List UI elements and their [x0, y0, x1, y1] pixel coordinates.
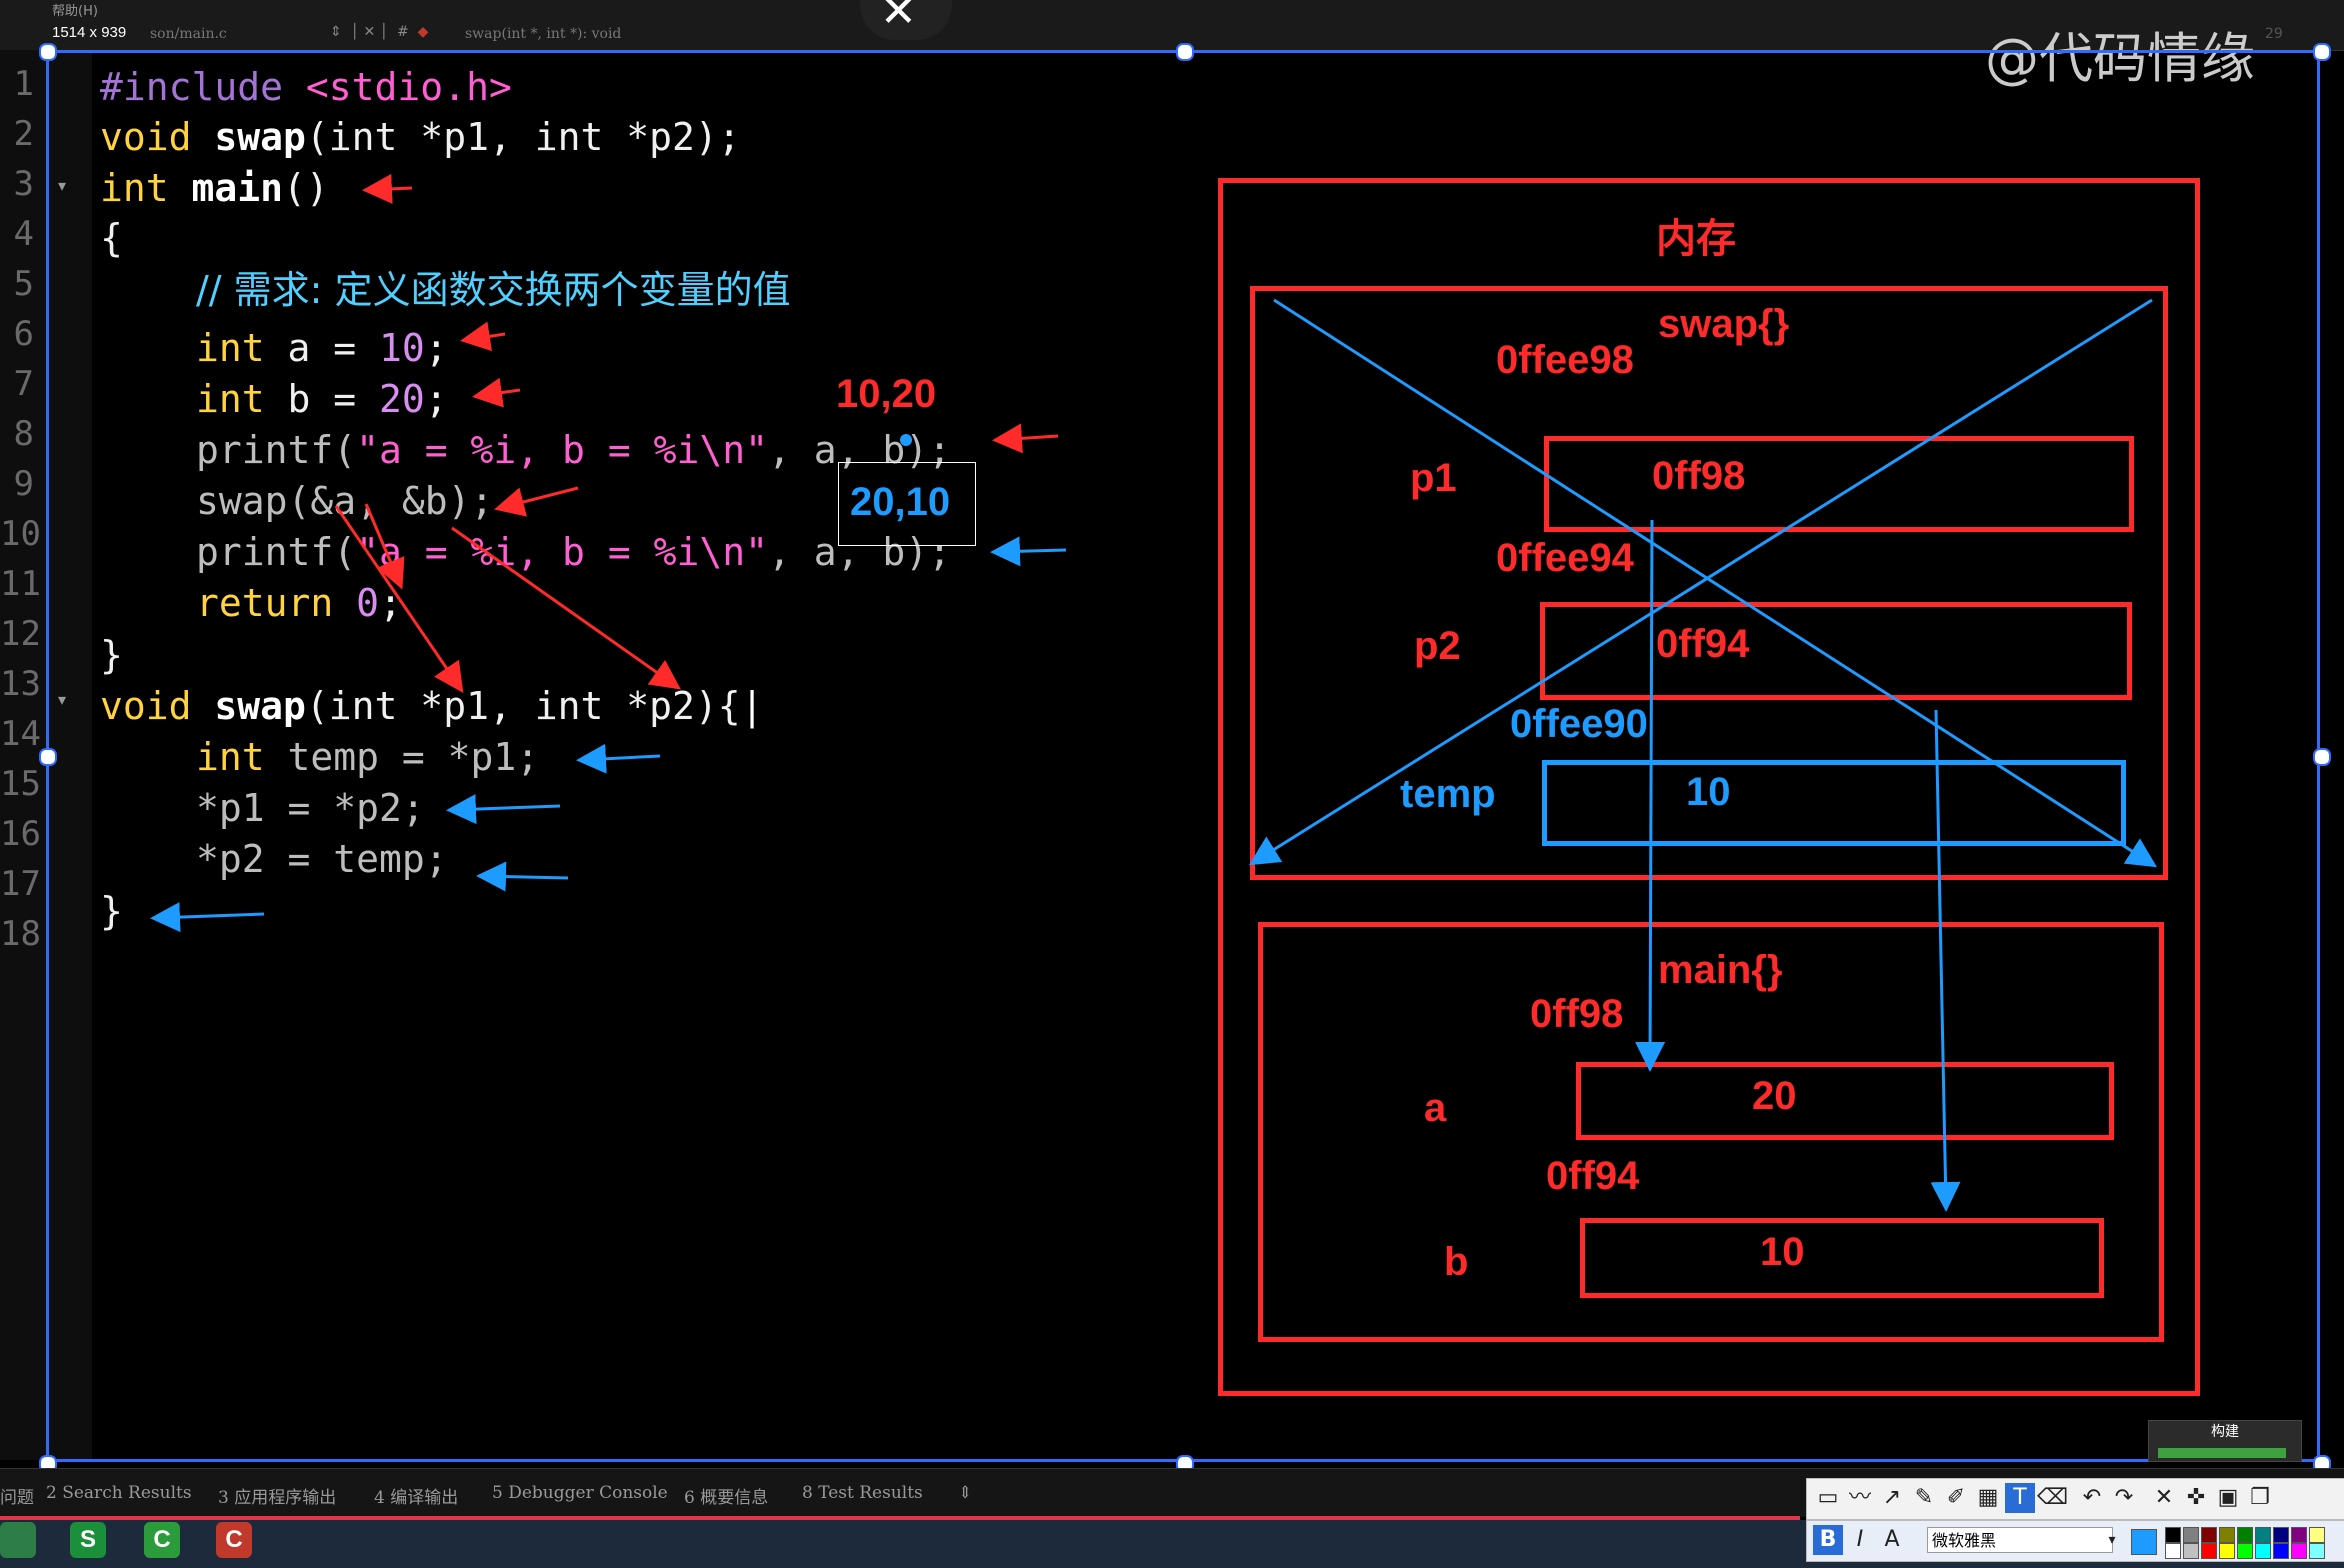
tab-app-output[interactable]: 3 应用程序输出 [218, 1483, 336, 1508]
tab-issues[interactable]: 问题 [0, 1483, 34, 1508]
shape-icon[interactable]: ▭ [1813, 1483, 1843, 1513]
text-style-button[interactable]: A [1877, 1525, 1907, 1555]
color-swatch[interactable] [2309, 1543, 2325, 1559]
app-icon[interactable] [0, 1522, 36, 1558]
font-family-select[interactable]: 微软雅黑 [1927, 1527, 2113, 1553]
color-swatch[interactable] [2219, 1527, 2235, 1543]
bold-button[interactable]: B [1813, 1525, 1843, 1555]
color-swatch[interactable] [2165, 1527, 2181, 1543]
color-swatch[interactable] [2273, 1543, 2289, 1559]
chevron-down-icon[interactable]: ▾ [2097, 1525, 2127, 1555]
color-swatch[interactable] [2219, 1543, 2235, 1559]
app-icon-c-green[interactable]: C [144, 1522, 180, 1558]
capture-selection-frame[interactable] [46, 50, 2320, 1462]
tab-test-results[interactable]: 8 Test Results [802, 1483, 923, 1503]
build-progress-bar [2158, 1448, 2286, 1458]
marker-icon[interactable]: ✐ [1941, 1483, 1971, 1513]
tab-summary[interactable]: 6 概要信息 [684, 1483, 768, 1508]
resize-handle[interactable] [2313, 748, 2331, 766]
color-swatch[interactable] [2273, 1527, 2289, 1543]
text-format-toolbar: B I A 微软雅黑 ▾ [1806, 1520, 2344, 1562]
color-swatch[interactable] [2237, 1543, 2253, 1559]
color-swatch[interactable] [2309, 1527, 2325, 1543]
mosaic-icon[interactable]: ▦ [1973, 1483, 2003, 1513]
color-swatch[interactable] [2201, 1543, 2217, 1559]
resize-handle[interactable] [39, 748, 57, 766]
color-swatch[interactable] [2291, 1527, 2307, 1543]
resize-handle[interactable] [1176, 43, 1194, 61]
undo-icon[interactable]: ↶ [2077, 1483, 2107, 1513]
color-swatch[interactable] [2201, 1527, 2217, 1543]
current-color-swatch[interactable] [2131, 1529, 2157, 1555]
color-swatch[interactable] [2255, 1527, 2271, 1543]
resize-handle[interactable] [2313, 43, 2331, 61]
pencil-icon[interactable]: ✎ [1909, 1483, 1939, 1513]
tabs-more-icon[interactable]: ⇕ [958, 1483, 972, 1503]
arrow-tool-icon[interactable]: ↗ [1877, 1483, 1907, 1513]
drawing-toolbar: ▭ 〰 ↗ ✎ ✐ ▦ T ⌫ ↶ ↷ ✕ ✜ ▣ ❐ [1806, 1478, 2344, 1520]
redo-icon[interactable]: ↷ [2109, 1483, 2139, 1513]
text-tool-icon[interactable]: T [2005, 1483, 2035, 1513]
app-icon-s[interactable]: S [70, 1522, 106, 1558]
color-swatch[interactable] [2165, 1543, 2181, 1559]
color-swatch[interactable] [2291, 1543, 2307, 1559]
tab-search-results[interactable]: 2 Search Results [46, 1483, 192, 1503]
app-icon-c-red[interactable]: C [216, 1522, 252, 1558]
copy-icon[interactable]: ❐ [2245, 1483, 2275, 1513]
color-swatch[interactable] [2237, 1527, 2253, 1543]
eraser-icon[interactable]: ⌫ [2037, 1483, 2067, 1513]
italic-button[interactable]: I [1845, 1525, 1875, 1555]
freehand-icon[interactable]: 〰 [1845, 1483, 1875, 1513]
resize-handle[interactable] [39, 43, 57, 61]
color-swatch[interactable] [2183, 1543, 2199, 1559]
tab-compile-output[interactable]: 4 编译输出 [374, 1483, 458, 1508]
save-icon[interactable]: ▣ [2213, 1483, 2243, 1513]
pin-icon[interactable]: ✜ [2181, 1483, 2211, 1513]
tab-debugger-console[interactable]: 5 Debugger Console [492, 1483, 668, 1503]
color-swatch[interactable] [2183, 1527, 2199, 1543]
cancel-icon[interactable]: ✕ [2149, 1483, 2179, 1513]
color-swatch[interactable] [2255, 1543, 2271, 1559]
